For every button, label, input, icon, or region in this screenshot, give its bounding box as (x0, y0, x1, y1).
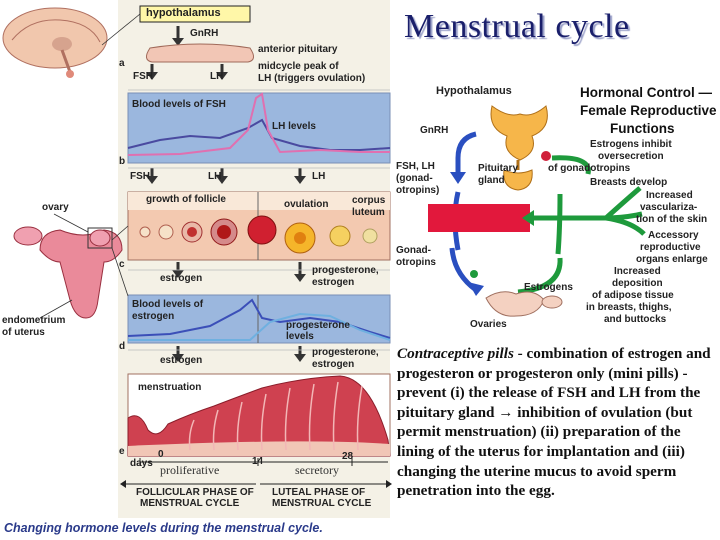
ovary-label: ovary (42, 202, 69, 213)
hypothalamus-right-label: Hypothalamus (436, 85, 512, 97)
day-28-label: 28 (342, 451, 354, 462)
vascular-label-1: Increased (646, 190, 693, 201)
estrogen-label-1: estrogen (160, 273, 203, 284)
estrogens-inhibit-2: oversecretion (598, 151, 664, 162)
day-0-label: 0 (158, 449, 164, 460)
endometrium-label-2: of uterus (2, 327, 45, 338)
pituitary-label-2: gland (478, 175, 505, 186)
follicular-phase-label-1: FOLLICULAR PHASE OF (136, 487, 254, 498)
panel-letter-d: d (119, 341, 126, 352)
green-arrow-inhibit (551, 155, 591, 175)
follicular-phase-label-2: MENSTRUAL CYCLE (140, 498, 240, 509)
page-title: Menstrual cycle (404, 8, 630, 45)
prog-estrogen-label-1b: estrogen (312, 277, 355, 288)
proliferative-label: proliferative (160, 463, 220, 477)
accessory-label-3: organs enlarge (636, 254, 708, 265)
estrogens-inhibit-1: Estrogens inhibit (590, 139, 672, 150)
green-arrow-estrogens (517, 257, 563, 295)
hormonal-title-1: Hormonal Control — (580, 85, 712, 100)
accessory-label-1: Accessory (648, 230, 699, 241)
fsh-lh-label-1: FSH, LH (396, 161, 435, 172)
green-branch-arrow (534, 186, 646, 236)
hypothalamus-label: hypothalamus (146, 7, 221, 19)
blood-estrogen-label-1: Blood levels of (132, 299, 204, 310)
menstrual-cycle-diagram (2, 0, 392, 518)
hormonal-title-2: Female Reproductive (580, 103, 717, 118)
vascular-label-3: tion of the skin (636, 214, 708, 225)
endometrium-label-1: endometrium (2, 315, 66, 326)
secretory-label: secretory (295, 463, 339, 477)
blood-fsh-label: Blood levels of FSH (132, 99, 226, 110)
blue-arrow-top (455, 131, 477, 174)
lh-label-mid: LH (208, 171, 222, 182)
ovulation-label: ovulation (284, 199, 329, 210)
day-14-label: 14 (252, 456, 264, 467)
growth-follicle-label: growth of follicle (146, 194, 226, 205)
hormonal-control-diagram (392, 78, 720, 340)
contraceptive-description: Contraceptive pills - combination of est… (397, 344, 717, 501)
adipose-label-4: in breasts, thighs, (586, 302, 672, 313)
prog-estrogen-label-2a: progesterone, (312, 347, 379, 358)
corpus-luteum-label-2: luteum (352, 207, 385, 218)
lh-label-top: LH (210, 71, 224, 82)
endometrium-lining (127, 375, 391, 457)
luteal-phase-label-2: MENSTRUAL CYCLE (272, 498, 372, 509)
fsh-label-top: FSH (133, 71, 153, 82)
hormonal-title-3: Functions (610, 121, 675, 136)
gonadotropins-label-1: Gonad- (396, 245, 431, 256)
figure-caption: Changing hormone levels during the menst… (4, 521, 323, 535)
estrogens-label: Estrogens (524, 282, 573, 293)
panel-letter-a: a (119, 58, 125, 69)
gnrh-right-label: GnRH (420, 125, 449, 136)
fsh-label-mid: FSH (130, 171, 150, 182)
inhibit-dot (541, 151, 551, 161)
hypothalamus-shape (490, 105, 548, 161)
gonadotropins-label-2: otropins (396, 257, 436, 268)
midcycle-peak-label-2: LH (triggers ovulation) (258, 73, 366, 84)
adipose-label-1: Increased (614, 266, 661, 277)
pituitary-shape (503, 169, 533, 191)
estrogen-label-2: estrogen (160, 355, 203, 366)
gnrh-label: GnRH (190, 28, 219, 39)
adipose-label-2: deposition (612, 278, 663, 289)
panel-letter-b: b (119, 156, 126, 167)
panel-letter-c: c (119, 259, 125, 270)
description-lead: Contraceptive pills (397, 345, 514, 362)
progesterone-curve (128, 312, 391, 341)
luteal-phase-label-1: LUTEAL PHASE OF (272, 487, 366, 498)
anterior-pituitary-label: anterior pituitary (258, 44, 338, 55)
corpus-luteum-label-1: corpus (352, 195, 386, 206)
adipose-label-5: and buttocks (604, 314, 667, 325)
blood-estrogen-label-2: estrogen (132, 311, 175, 322)
brain-illustration (2, 7, 108, 78)
menstruation-label: menstruation (138, 382, 202, 393)
red-bar (428, 204, 530, 232)
prog-levels-label-1: progesterone (286, 320, 350, 331)
ovaries-label: Ovaries (470, 319, 507, 330)
midcycle-peak-label-1: midcycle peak of (258, 61, 339, 72)
estrogens-inhibit-3: of gonadotropins (548, 163, 631, 174)
prog-estrogen-label-2b: estrogen (312, 359, 355, 370)
panel-estrogen (127, 294, 391, 344)
uterus-illustration (13, 213, 129, 319)
description-text: - combination of estrogen and progestero… (397, 345, 711, 500)
prog-estrogen-label-1a: progesterone, (312, 265, 379, 276)
pituitary-label-1: Pituitary (478, 163, 519, 174)
lh-label-right: LH (312, 171, 326, 182)
lh-curve (127, 92, 390, 156)
adipose-label-3: of adipose tissue (592, 290, 674, 301)
vascular-label-2: vasculariza- (640, 202, 698, 213)
accessory-label-2: reproductive (640, 242, 701, 253)
panel-letter-e: e (119, 446, 125, 457)
days-label: days (130, 458, 153, 469)
fsh-lh-label-3: otropins) (396, 185, 440, 196)
breasts-label: Breasts develop (590, 177, 668, 188)
fsh-lh-label-2: (gonad- (396, 173, 433, 184)
copyright-line (460, 78, 461, 83)
lh-levels-label: LH levels (272, 121, 316, 132)
prog-levels-label-2: levels (286, 331, 314, 342)
pituitary-shape (146, 43, 254, 63)
